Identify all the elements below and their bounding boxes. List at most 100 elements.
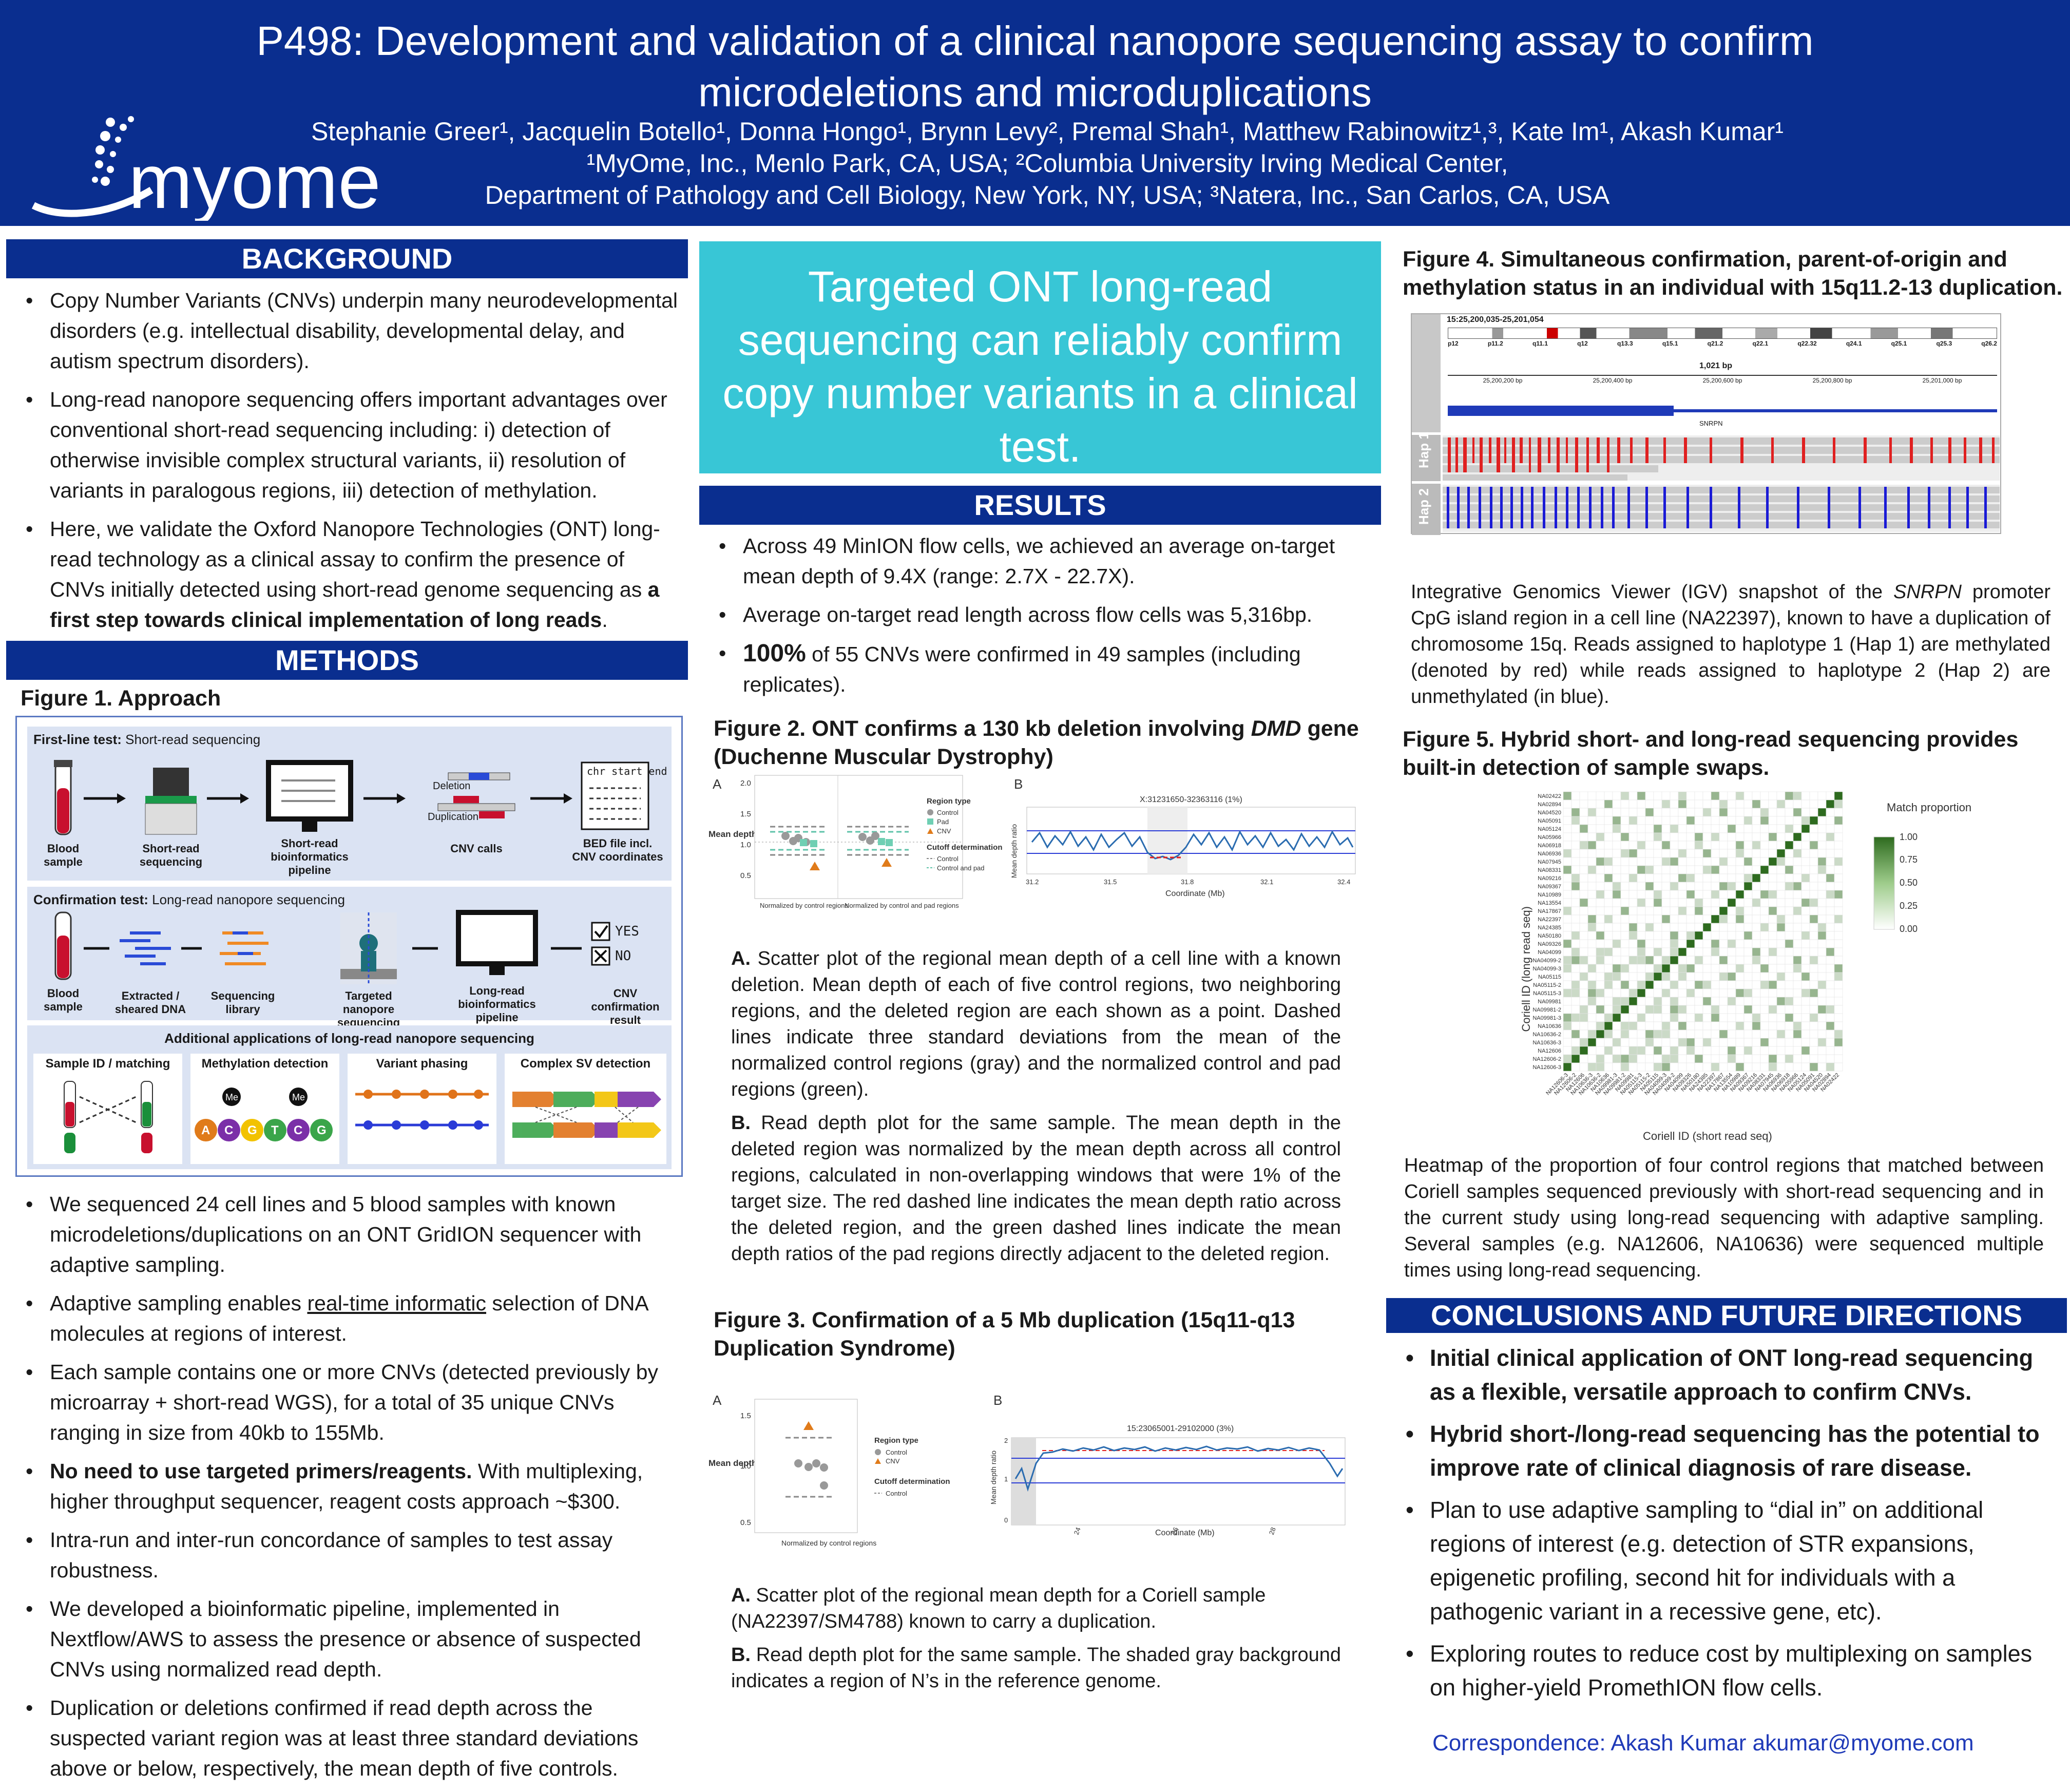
- heatmap-cell: [1809, 799, 1818, 809]
- heatmap-cell: [1596, 972, 1605, 981]
- fig2b-xtick: 31.2: [1026, 878, 1039, 886]
- heatmap-cell: [1785, 972, 1794, 981]
- heatmap-cell: [1612, 931, 1621, 940]
- figure2-caption: A. Scatter plot of the regional mean dep…: [731, 946, 1341, 1267]
- fig2-caption-a: A. Scatter plot of the regional mean dep…: [731, 948, 1341, 1100]
- heatmap-cell: [1817, 956, 1827, 965]
- heatmap-cell: [1743, 1030, 1753, 1039]
- heatmap-cell: [1809, 791, 1818, 800]
- heatmap-cell: [1604, 832, 1613, 842]
- heatmap-cell: [1719, 980, 1728, 989]
- pipeline-label: Short-read bioinformatics pipeline: [271, 837, 349, 876]
- heatmap-cell: [1596, 816, 1605, 825]
- heatmap-cell: [1719, 947, 1728, 957]
- heatmap-cell: [1563, 816, 1572, 825]
- heatmap-cell: [1612, 906, 1621, 916]
- heatmap-cell: [1743, 1054, 1753, 1063]
- heatmap-cell: [1686, 808, 1695, 817]
- heatmap-cell: [1612, 980, 1621, 989]
- heatmap-cell: [1743, 997, 1753, 1006]
- heatmap-cell: [1711, 914, 1720, 924]
- heatmap-cell: [1563, 882, 1572, 891]
- heatmap-cell: [1752, 997, 1761, 1006]
- heatmap-cell: [1711, 1021, 1720, 1031]
- heatmap-cell: [1563, 1062, 1572, 1072]
- heatmap-cell: [1809, 964, 1818, 973]
- heatmap-cell: [1604, 972, 1613, 981]
- heatmap-cell: [1612, 865, 1621, 874]
- heatmap-cell: [1817, 906, 1827, 916]
- heatmap-cell: [1768, 931, 1777, 940]
- heatmap-cell: [1776, 1062, 1786, 1072]
- heatmap-row-label: NA04099-2: [1532, 958, 1561, 964]
- heatmap-cell: [1834, 898, 1843, 907]
- heatmap-cell: [1785, 857, 1794, 866]
- affiliation-line-2: Department of Pathology and Cell Biology…: [485, 181, 1610, 209]
- heatmap-cell: [1735, 1021, 1745, 1031]
- methods-bullet: Duplication or deletions confirmed if re…: [6, 1693, 681, 1784]
- heatmap-row-label: NA04520: [1538, 810, 1561, 816]
- heatmap-cell: [1637, 791, 1646, 800]
- heatmap-cell: [1768, 1013, 1777, 1022]
- heatmap-cell: [1628, 980, 1638, 989]
- cnv-calls-label: CNV calls: [450, 842, 503, 855]
- heatmap-cell: [1587, 931, 1597, 940]
- heatmap-cell: [1579, 972, 1588, 981]
- heatmap-cell: [1686, 890, 1695, 899]
- heatmap-cell: [1637, 898, 1646, 907]
- heatmap-cell: [1678, 882, 1687, 891]
- heatmap-cell: [1743, 972, 1753, 981]
- heatmap-cell: [1809, 865, 1818, 874]
- heatmap-cell: [1604, 1021, 1613, 1031]
- heatmap-cell: [1752, 849, 1761, 858]
- heatmap-cell: [1834, 964, 1843, 973]
- heatmap-cell: [1628, 873, 1638, 883]
- heatmap-cell: [1809, 1021, 1818, 1031]
- heatmap-cell: [1776, 931, 1786, 940]
- results-list: Across 49 MinION flow cells, we achieved…: [699, 531, 1367, 708]
- heatmap-cell: [1686, 914, 1695, 924]
- heatmap-cell: [1743, 890, 1753, 899]
- heatmap-cell: [1702, 931, 1712, 940]
- heatmap-cell: [1793, 906, 1802, 916]
- heatmap-cell: [1579, 980, 1588, 989]
- fig2b-xtick: 31.5: [1104, 878, 1117, 886]
- heatmap-cell: [1809, 816, 1818, 825]
- heatmap-cell: [1637, 964, 1646, 973]
- heatmap-cell: [1727, 824, 1736, 833]
- heatmap-cell: [1711, 1054, 1720, 1063]
- heatmap-cell: [1653, 865, 1662, 874]
- heatmap-cell: [1711, 923, 1720, 932]
- heatmap-cell: [1579, 791, 1588, 800]
- heatmap-cell: [1604, 808, 1613, 817]
- heatmap-cell: [1768, 865, 1777, 874]
- heatmap-cell: [1596, 914, 1605, 924]
- fig3-caption-b: B. Read depth plot for the same sample. …: [731, 1644, 1341, 1692]
- heatmap-cell: [1711, 1062, 1720, 1072]
- fig2-legend-title: Cutoff determination: [927, 843, 1003, 852]
- heatmap-cell: [1752, 914, 1761, 924]
- heatmap-cell: [1571, 1054, 1580, 1063]
- heatmap-cell: [1587, 791, 1597, 800]
- heatmap-cell: [1579, 898, 1588, 907]
- heatmap-cell: [1661, 988, 1671, 998]
- heatmap-cell: [1645, 914, 1654, 924]
- heatmap-cell: [1826, 956, 1835, 965]
- heatmap-cell: [1793, 1021, 1802, 1031]
- heatmap-cell: [1612, 914, 1621, 924]
- heatmap-cell: [1670, 841, 1679, 850]
- heatmap-cell: [1563, 914, 1572, 924]
- heatmap-cell: [1587, 964, 1597, 973]
- heatmap-cell: [1579, 841, 1588, 850]
- heatmap-cell: [1719, 906, 1728, 916]
- heatmap-cell: [1678, 1013, 1687, 1022]
- heatmap-cell: [1694, 890, 1703, 899]
- heatmap-cell: [1604, 956, 1613, 965]
- heatmap-cell: [1752, 980, 1761, 989]
- heatmap-cell: [1563, 1021, 1572, 1031]
- heatmap-cell: [1719, 832, 1728, 842]
- heatmap-cell: [1628, 865, 1638, 874]
- heatmap-cell: [1670, 849, 1679, 858]
- methods-bullet: Adaptive sampling enables real-time info…: [6, 1288, 681, 1349]
- heatmap-cell: [1760, 997, 1769, 1006]
